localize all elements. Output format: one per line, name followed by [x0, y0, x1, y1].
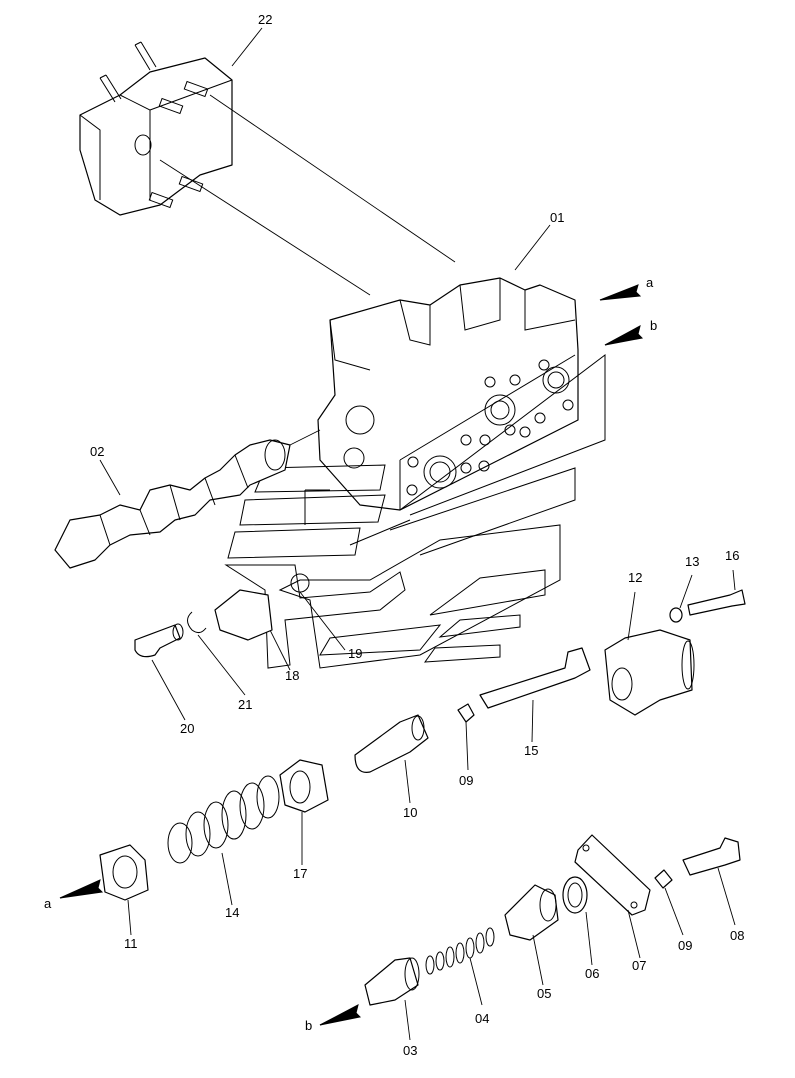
label-02: 02 [90, 444, 104, 459]
label-arrow-a-top: a [646, 275, 654, 290]
part-13-washer [669, 607, 683, 623]
part-06-shim [562, 876, 588, 914]
part-01-valve-body [317, 277, 579, 511]
part-04-spring [425, 927, 495, 975]
part-02-spool [54, 439, 291, 569]
part-15-bolt [479, 647, 591, 709]
part-16-bolt [687, 589, 746, 616]
arrow-b-bottom [319, 1004, 362, 1026]
label-19: 19 [348, 646, 362, 661]
label-20: 20 [180, 721, 194, 736]
label-06: 06 [585, 966, 599, 981]
label-09-upper: 09 [459, 773, 473, 788]
label-01: 01 [550, 210, 564, 225]
label-13: 13 [685, 554, 699, 569]
part-18-gasket [224, 464, 406, 669]
label-05: 05 [537, 986, 551, 1001]
part-09a-washer [457, 703, 475, 723]
part-19-gasket [278, 353, 606, 669]
label-07: 07 [632, 958, 646, 973]
part-05-piston [504, 884, 559, 941]
label-21: 21 [238, 697, 252, 712]
label-arrow-b-bottom: b [305, 1018, 312, 1033]
label-14: 14 [225, 905, 239, 920]
label-04: 04 [475, 1011, 489, 1026]
arrow-b-top [604, 325, 644, 346]
label-16: 16 [725, 548, 739, 563]
label-arrow-b-top: b [650, 318, 657, 333]
label-11: 11 [124, 936, 138, 951]
label-15: 15 [524, 743, 538, 758]
label-09-lower: 09 [678, 938, 692, 953]
arrow-a-left [59, 879, 104, 899]
part-14-spring [167, 775, 280, 864]
label-22: 22 [258, 12, 272, 27]
label-12: 12 [628, 570, 642, 585]
label-03: 03 [403, 1043, 417, 1058]
part-20-plug [134, 623, 184, 658]
label-10: 10 [403, 805, 417, 820]
part-09b-washer [654, 869, 673, 889]
part-07-block [574, 834, 651, 916]
label-08: 08 [730, 928, 744, 943]
label-arrow-a-left: a [44, 896, 52, 911]
part-22-block [79, 41, 233, 216]
part-10-sleeve [354, 714, 429, 773]
label-17: 17 [293, 866, 307, 881]
part-21-ring [187, 611, 207, 634]
part-17-seat [279, 759, 329, 813]
arrow-a-top [599, 284, 642, 301]
part-08-plug [682, 837, 741, 876]
part-21b-flange [214, 589, 273, 641]
label-18: 18 [285, 668, 299, 683]
part-11-cap [99, 844, 149, 901]
part-03-sleeve [364, 957, 420, 1006]
part-12-cover [604, 629, 695, 716]
